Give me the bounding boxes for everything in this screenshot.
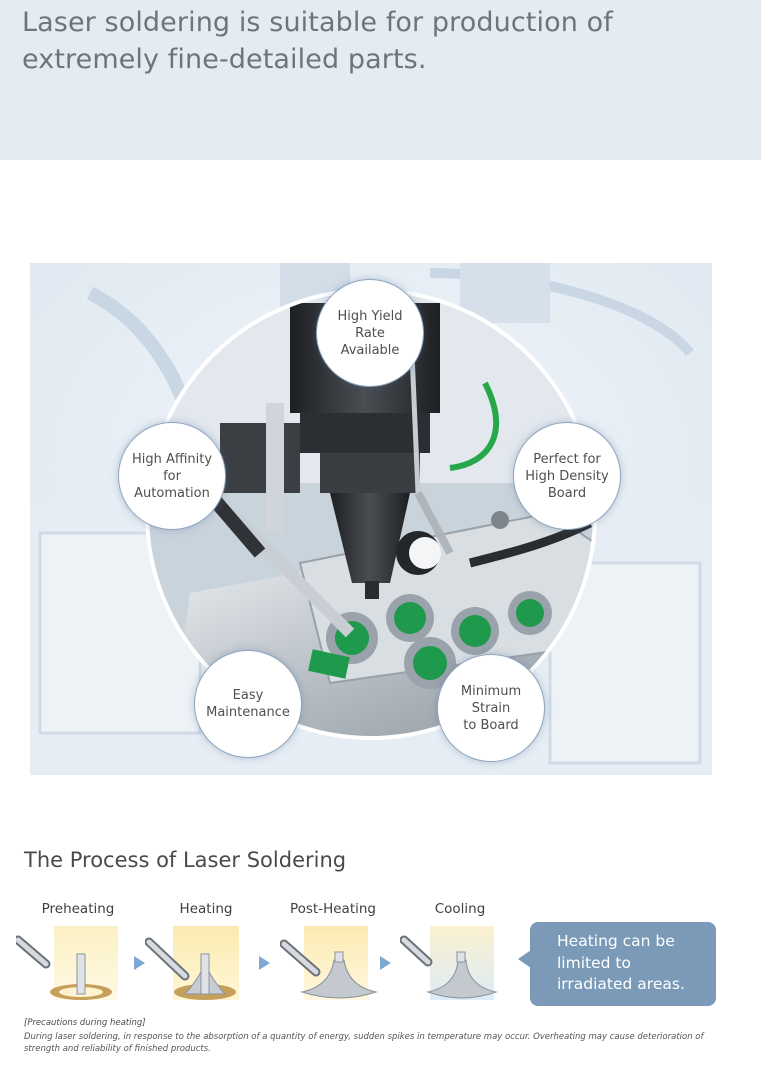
process-title: The Process of Laser Soldering xyxy=(24,848,347,872)
process-arrow-1 xyxy=(134,956,145,970)
process-arrow-2 xyxy=(259,956,270,970)
heating-icon xyxy=(145,926,239,1000)
preheating-icon xyxy=(16,926,118,1000)
step-label-post-heating: Post-Heating xyxy=(289,901,377,917)
cooling-icon xyxy=(400,926,498,1000)
precautions-title: [Precautions during heating] xyxy=(24,1018,146,1028)
feature-high-affinity: High Affinity for Automation xyxy=(118,422,226,530)
precautions-text: During laser soldering, in response to t… xyxy=(24,1032,704,1054)
callout-box: Heating can be limited to irradiated are… xyxy=(518,922,716,1006)
post-heating-icon xyxy=(280,926,378,1000)
step-label-cooling: Cooling xyxy=(434,901,486,917)
process-arrow-3 xyxy=(380,956,391,970)
step-label-preheating: Preheating xyxy=(41,901,115,917)
hero-title: Laser soldering is suitable for producti… xyxy=(22,7,613,75)
hero-band xyxy=(0,0,761,160)
step-label-heating: Heating xyxy=(179,901,233,917)
feature-high-yield: High Yield Rate Available xyxy=(316,279,424,387)
feature-minimum-strain: Minimum Strain to Board xyxy=(437,654,545,762)
feature-high-density: Perfect for High Density Board xyxy=(513,422,621,530)
feature-easy-maintenance: Easy Maintenance xyxy=(194,650,302,758)
